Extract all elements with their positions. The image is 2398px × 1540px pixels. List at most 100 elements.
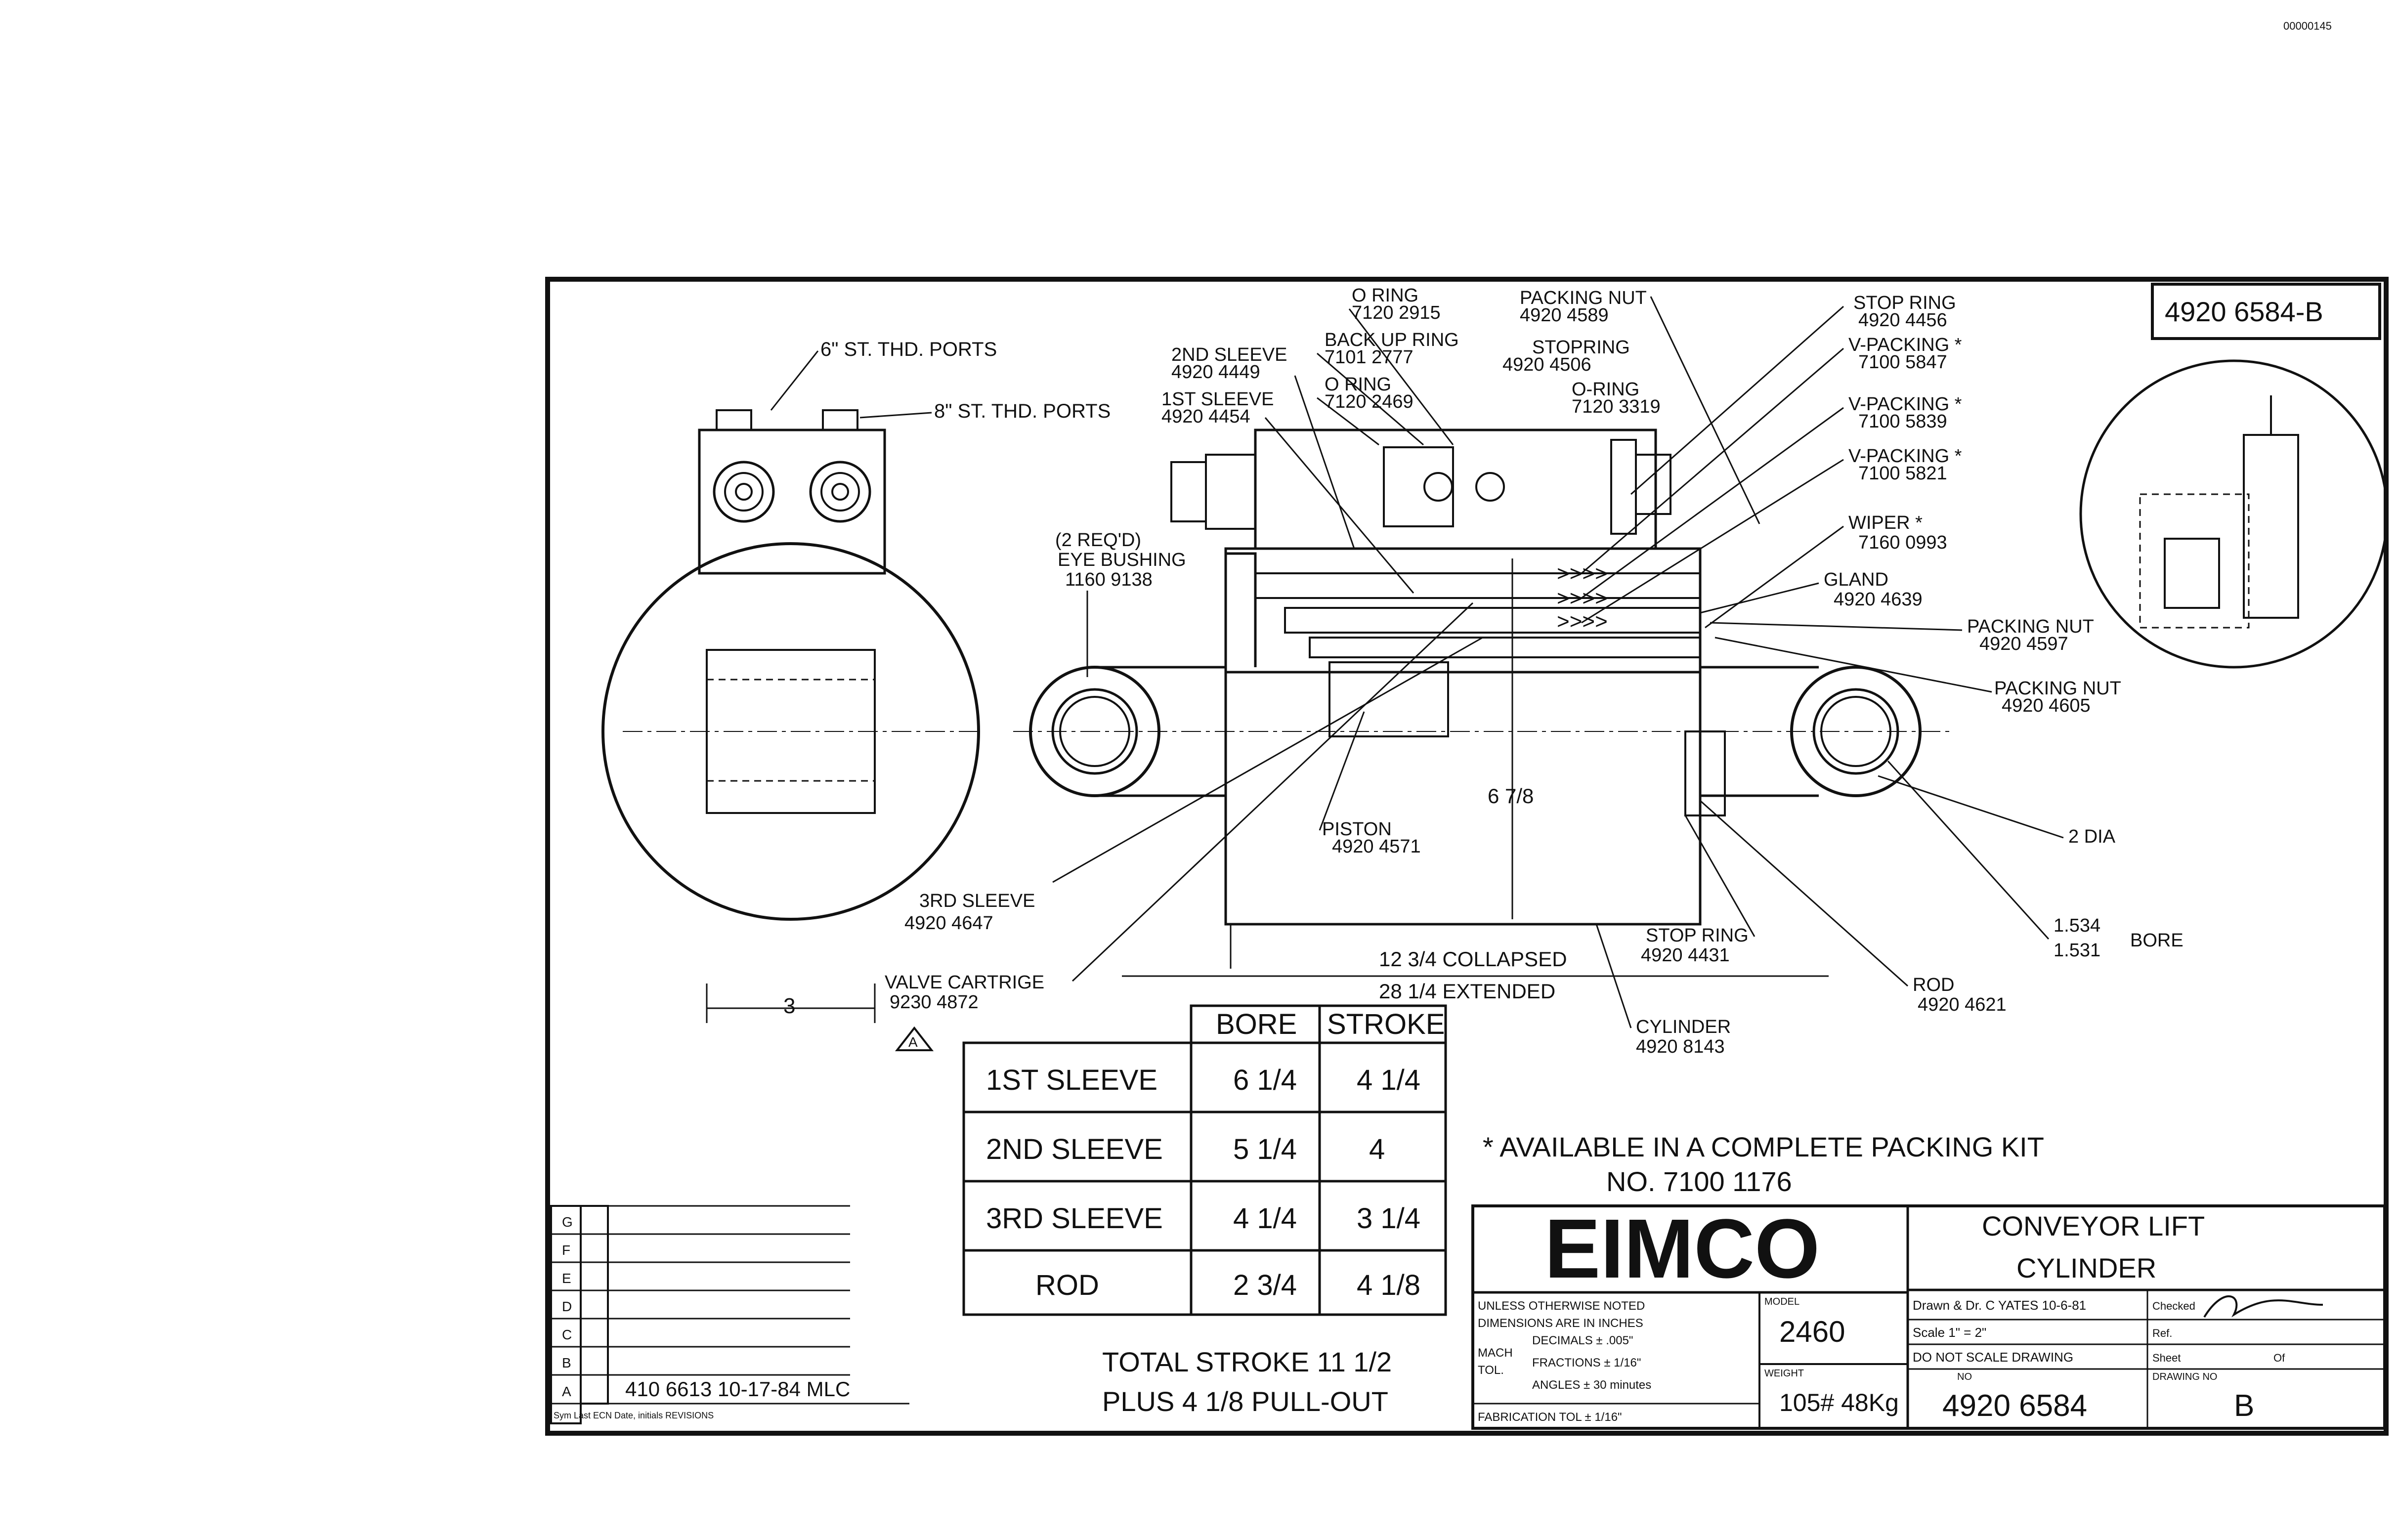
callout-stop-ring-r-no: 4920 4456	[1858, 310, 1947, 331]
tol-label: TOL.	[1478, 1364, 1504, 1377]
revision-letter: F	[562, 1242, 570, 1258]
callout-oring-c-no: 7120 3319	[1572, 396, 1661, 417]
callout-packnut2: PACKING NUT	[1967, 616, 2094, 637]
callout-oring-b-no: 7120 2469	[1325, 391, 1413, 412]
table-row-name: ROD	[1035, 1269, 1099, 1301]
title-line-2: CYLINDER	[2016, 1252, 2156, 1283]
callout-stop-ring-r: STOP RING	[1853, 293, 1956, 313]
revision-letter: D	[562, 1299, 572, 1314]
callout-vpack3: V-PACKING *	[1848, 446, 1962, 467]
table-row-stroke: 3 1/4	[1357, 1202, 1420, 1235]
packing-kit-note-1: * AVAILABLE IN A COMPLETE PACKING KIT	[1483, 1131, 2044, 1162]
table-row-bore: 5 1/4	[1233, 1133, 1297, 1165]
revision-letter: C	[562, 1327, 572, 1342]
sleeve-table: BORE STROKE 1ST SLEEVE 6 1/4 4 1/4 2ND S…	[962, 1004, 1447, 1316]
callout-wiper: WIPER *	[1848, 513, 1923, 533]
callout-vpack3-no: 7100 5821	[1858, 463, 1947, 484]
table-row-stroke: 4	[1369, 1133, 1385, 1165]
callout-height-dim: 6 7/8	[1488, 784, 1534, 808]
callout-eye: EYE BUSHING	[1058, 550, 1186, 570]
weight-label: WEIGHT	[1764, 1368, 1804, 1379]
callout-cylinder: CYLINDER	[1636, 1017, 1731, 1037]
callout-eye-req: (2 REQ'D)	[1055, 530, 1141, 551]
tol-line-2: DIMENSIONS ARE IN INCHES	[1478, 1317, 1643, 1330]
callout-vpack2: V-PACKING *	[1848, 394, 1962, 415]
table-row-stroke: 4 1/4	[1357, 1064, 1420, 1096]
callout-stopring-top: STOPRING	[1532, 337, 1630, 358]
callout-piston-no: 4920 4571	[1332, 836, 1421, 857]
corner-stamp: 00000145	[2283, 20, 2332, 32]
hydraulic-schematic	[2079, 359, 2389, 669]
callout-vpack1: V-PACKING *	[1848, 335, 1962, 355]
callout-wiper-no: 7160 0993	[1858, 532, 1947, 553]
callout-sleeve1-no: 4920 4454	[1161, 406, 1250, 427]
callout-vpack1-no: 7100 5847	[1858, 352, 1947, 373]
callout-stopring-top-no: 4920 4506	[1502, 354, 1591, 375]
callout-piston: PISTON	[1322, 819, 1392, 840]
weight-value: 105# 48Kg	[1779, 1389, 1899, 1416]
callout-rod-no: 4920 4621	[1918, 994, 2007, 1015]
scale-label: Scale 1" = 2"	[1913, 1325, 1986, 1340]
title-block: EIMCO CONVEYOR LIFT CYLINDER UNLESS OTHE…	[1471, 1202, 2386, 1430]
revision-triangle-letter: A	[908, 1034, 918, 1050]
callout-oring-a-no: 7120 2915	[1352, 302, 1441, 323]
fabrication-tol: FABRICATION TOL ± 1/16"	[1478, 1411, 1622, 1424]
cylinder-section: >>>> >>>> >>>>	[1013, 428, 1952, 977]
ports-right-label: 8" ST. THD. PORTS	[934, 400, 1111, 422]
table-row-stroke: 4 1/8	[1357, 1269, 1420, 1301]
callout-eye-no: 1160 9138	[1065, 569, 1153, 590]
revisions-footer: Sym Last ECN Date, initials REVISIONS	[554, 1411, 714, 1420]
model-label: MODEL	[1764, 1296, 1799, 1307]
callout-cylinder-no: 4920 8143	[1636, 1036, 1725, 1057]
fractions-tol: FRACTIONS ± 1/16"	[1532, 1356, 1641, 1369]
drawing-border	[545, 277, 2389, 1436]
checker-signature	[2203, 1295, 2323, 1318]
callout-backup: BACK UP RING	[1325, 330, 1459, 350]
drawn-by: Drawn & Dr. C YATES 10-6-81	[1913, 1298, 2086, 1313]
callout-valve-no: 9230 4872	[890, 992, 979, 1013]
tol-line-1: UNLESS OTHERWISE NOTED	[1478, 1299, 1645, 1313]
table-header-stroke: STROKE	[1327, 1008, 1445, 1040]
callout-sleeve2: 2ND SLEEVE	[1171, 344, 1287, 365]
ref-label: Ref.	[2152, 1327, 2172, 1339]
table-row-name: 2ND SLEEVE	[986, 1133, 1163, 1165]
do-not-scale: DO NOT SCALE DRAWING	[1913, 1350, 2073, 1365]
callout-sleeve2-no: 4920 4449	[1171, 362, 1260, 383]
title-line-1: CONVEYOR LIFT	[1982, 1210, 2205, 1241]
leader-lines	[1052, 296, 2064, 1028]
callout-rod: ROD	[1913, 975, 1954, 995]
callout-bore-bot: 1.531	[2054, 940, 2100, 961]
callout-packnut2-no: 4920 4597	[1979, 634, 2068, 654]
callout-collapsed: 12 3/4 COLLAPSED	[1379, 947, 1567, 971]
callout-packing-nut-top-no: 4920 4589	[1520, 305, 1609, 326]
callout-bore-top: 1.534	[2054, 915, 2100, 936]
table-row-bore: 6 1/4	[1233, 1064, 1297, 1096]
callout-gland-no: 4920 4639	[1834, 589, 1923, 610]
ports-left-label: 6" ST. THD. PORTS	[820, 339, 997, 360]
sheet-label: Sheet	[2152, 1352, 2181, 1364]
table-header-bore: BORE	[1216, 1008, 1297, 1040]
callout-oring-b: O RING	[1325, 374, 1391, 395]
callout-vpack2-no: 7100 5839	[1858, 411, 1947, 432]
callout-stop-ring-b-no: 4920 4431	[1641, 945, 1730, 966]
mach-label: MACH	[1478, 1346, 1513, 1360]
callout-packnut3: PACKING NUT	[1994, 678, 2121, 699]
revision-value: B	[2234, 1389, 2254, 1423]
of-label: Of	[2273, 1352, 2285, 1364]
callout-packnut3-no: 4920 4605	[2002, 695, 2091, 716]
callouts: O RING 7120 2915 BACK UP RING 7101 2777 …	[885, 285, 2184, 1057]
drawing-number-box: 4920 6584-B	[2165, 296, 2323, 327]
total-stroke-line-2: PLUS 4 1/8 PULL-OUT	[1102, 1386, 1388, 1417]
revision-entry-a: 410 6613 10-17-84 MLC	[625, 1377, 850, 1401]
callout-sleeve3-no: 4920 4647	[904, 913, 993, 934]
total-stroke-line-1: TOTAL STROKE 11 1/2	[1102, 1346, 1392, 1377]
table-row-bore: 2 3/4	[1233, 1269, 1297, 1301]
callout-stop-ring-b: STOP RING	[1646, 925, 1749, 946]
callout-valve: VALVE CARTRIGE	[885, 972, 1044, 993]
callout-packing-nut-top: PACKING NUT	[1520, 288, 1647, 308]
revision-letter: G	[562, 1214, 573, 1230]
revision-letter: E	[562, 1271, 571, 1286]
table-row-name: 3RD SLEEVE	[986, 1202, 1163, 1235]
revision-letter: A	[562, 1384, 571, 1399]
callout-extended: 28 1/4 EXTENDED	[1379, 980, 1555, 1003]
